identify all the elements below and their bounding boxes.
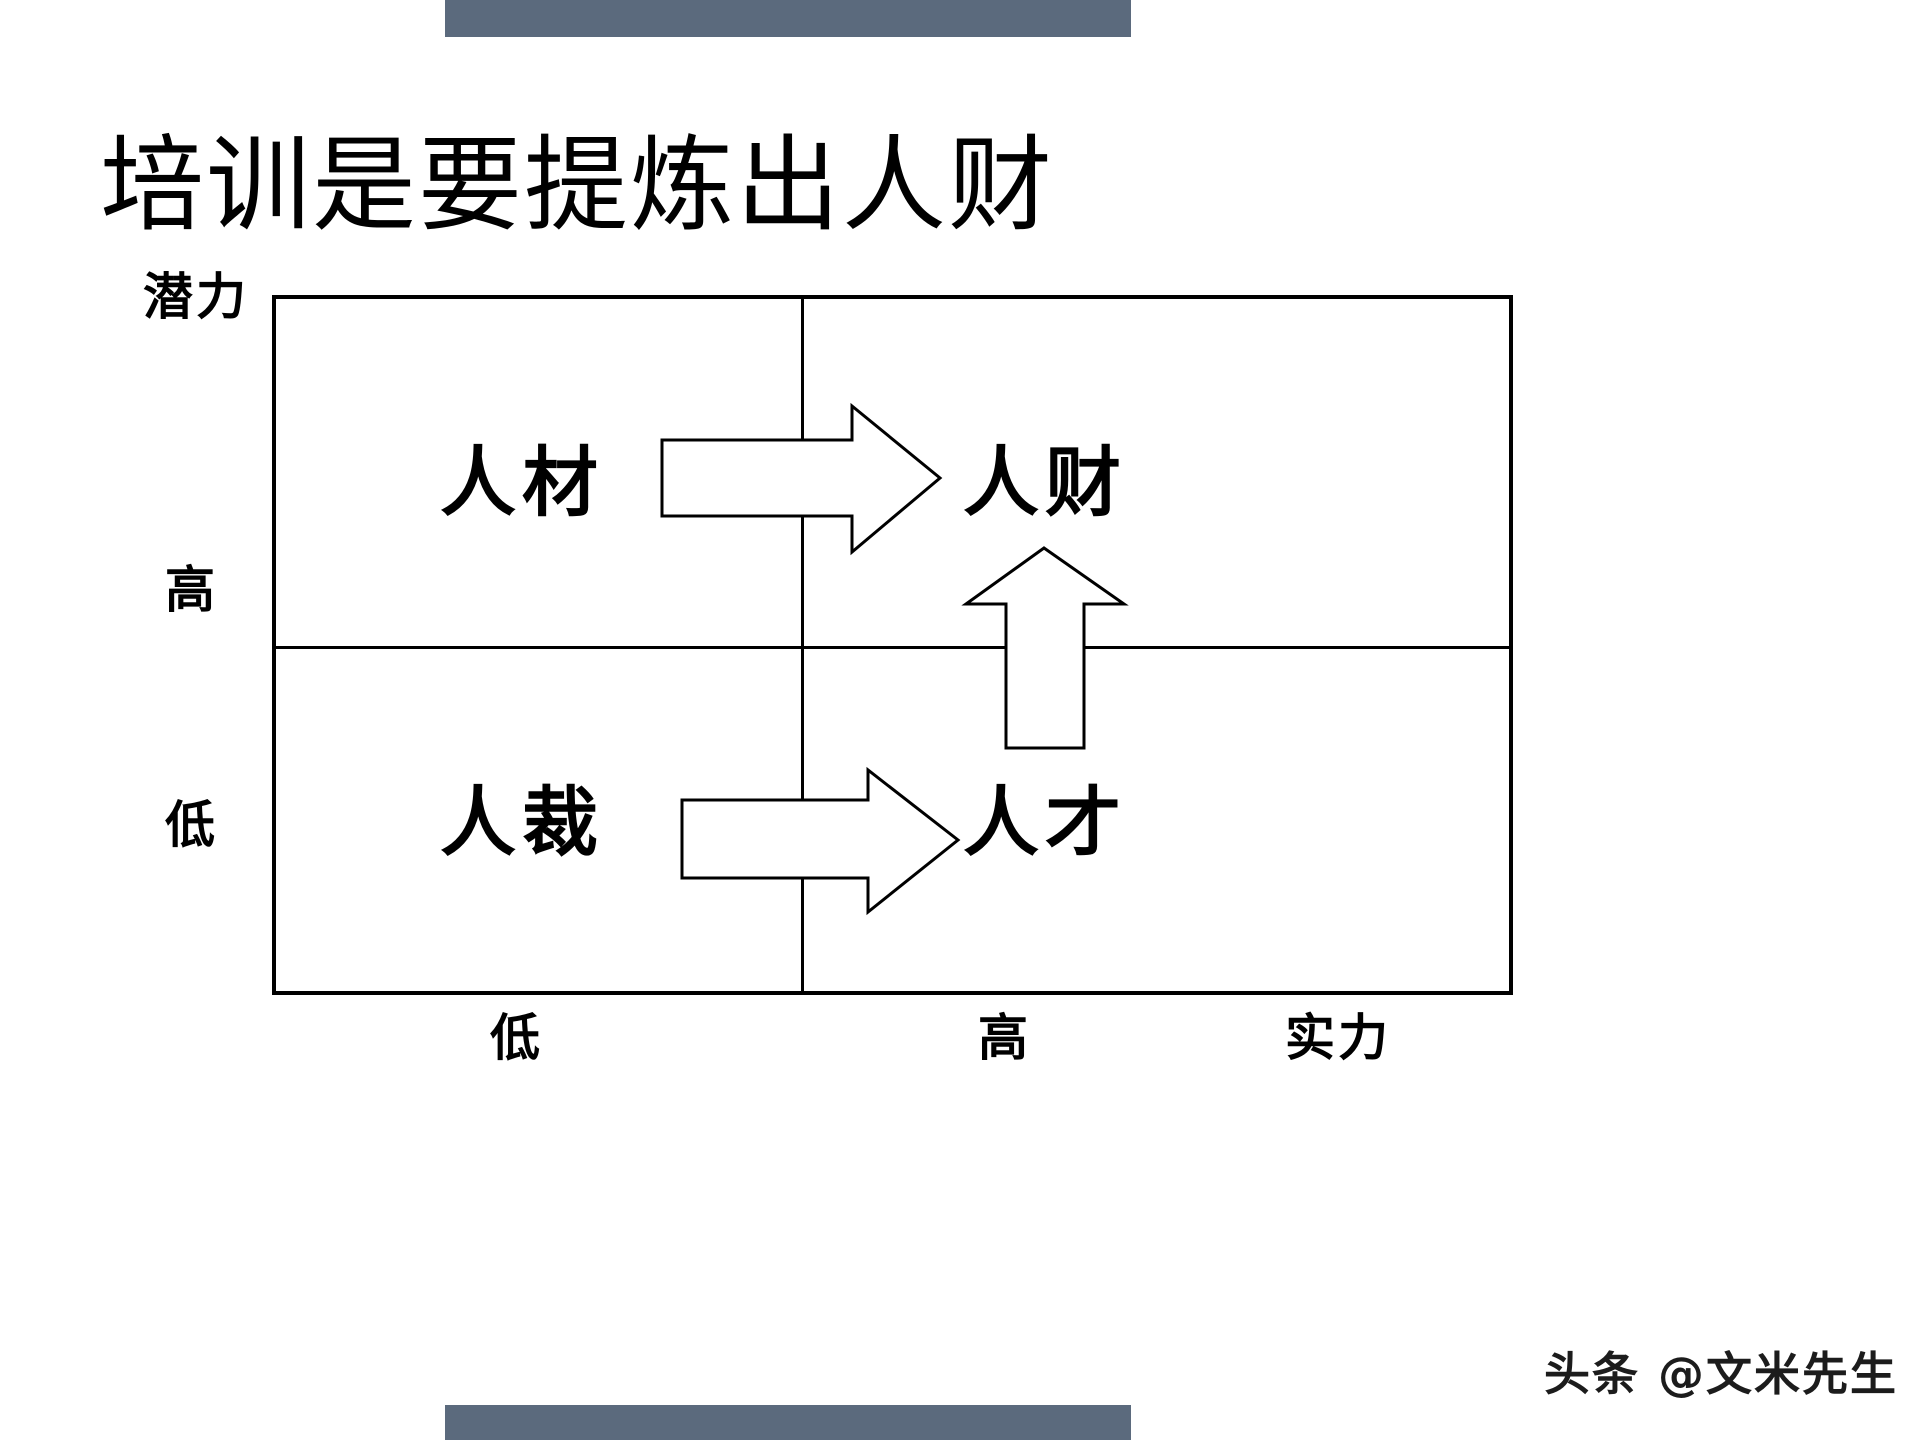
x-axis-title: 实力 xyxy=(1285,1008,1391,1067)
x-axis-tick-high: 高 xyxy=(978,1008,1031,1067)
quadrant-label-bottom-left: 人裁 xyxy=(440,778,604,867)
y-axis-title: 潜力 xyxy=(143,267,249,326)
x-axis-tick-low: 低 xyxy=(490,1008,543,1067)
top-accent-bar xyxy=(445,0,1131,37)
page-title: 培训是要提炼出人财 xyxy=(100,124,1055,246)
quadrant-label-top-left: 人材 xyxy=(440,438,604,527)
matrix-horizontal-divider xyxy=(276,646,1509,649)
watermark: 头条 @文米先生 xyxy=(1543,1347,1898,1401)
y-axis-tick-high: 高 xyxy=(165,560,218,619)
quadrant-matrix xyxy=(272,295,1513,995)
quadrant-label-bottom-right: 人才 xyxy=(963,778,1127,867)
y-axis-tick-low: 低 xyxy=(165,795,218,854)
bottom-accent-bar xyxy=(445,1405,1131,1440)
matrix-vertical-divider xyxy=(801,299,804,991)
quadrant-label-top-right: 人财 xyxy=(963,438,1127,527)
